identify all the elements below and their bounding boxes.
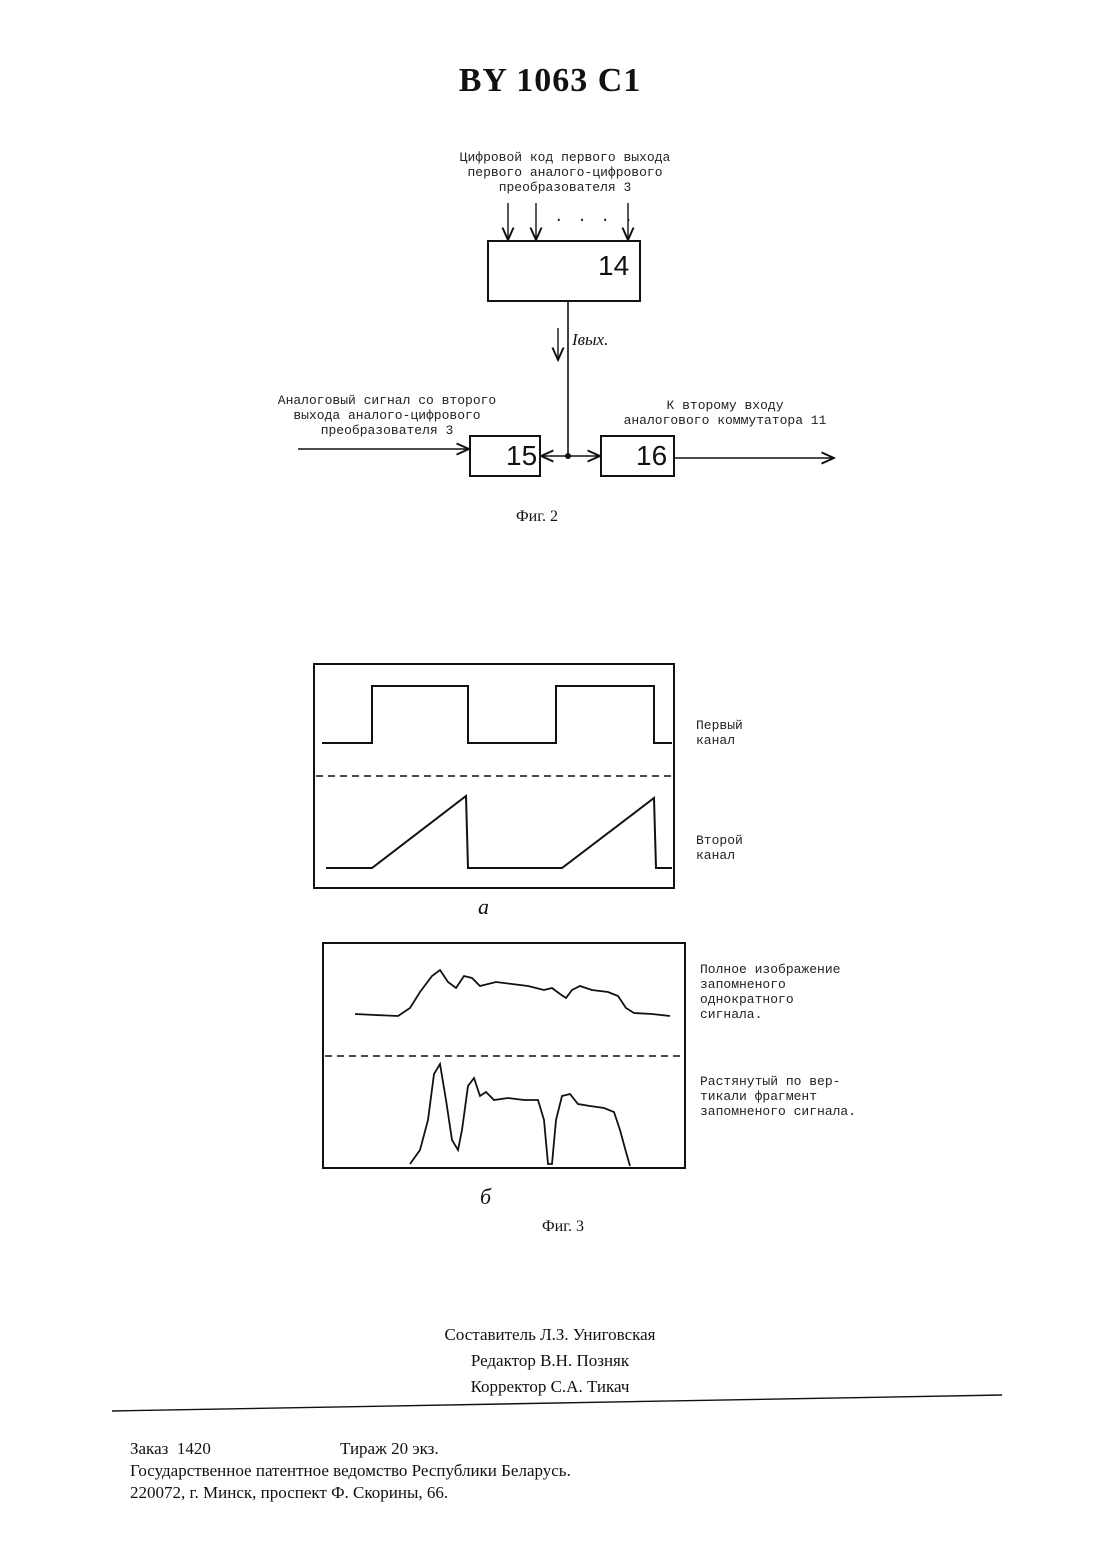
figure-2-caption: Фиг. 2 bbox=[516, 508, 558, 526]
order-line: Заказ 1420Тираж 20 экз. bbox=[130, 1438, 571, 1460]
order-number: Заказ 1420 bbox=[130, 1438, 340, 1460]
block-15-number: 15 bbox=[506, 440, 537, 472]
block-16-number: 16 bbox=[636, 440, 667, 472]
patent-office-line: Государственное патентное ведомство Респ… bbox=[130, 1460, 571, 1482]
output-current-label: Iвых. bbox=[572, 330, 608, 350]
full-signal-line: сигнала. bbox=[700, 1007, 840, 1022]
full-signal-line: запомненого bbox=[700, 977, 840, 992]
full-signal-label: Полное изображение запомненого однократн… bbox=[700, 962, 840, 1022]
left-label-line: выхода аналого-цифрового bbox=[262, 408, 512, 423]
left-label-line: преобразователя 3 bbox=[262, 423, 512, 438]
commutator-input-label: К второму входу аналогового коммутатора … bbox=[605, 398, 845, 428]
full-signal-line: Полное изображение bbox=[700, 962, 840, 977]
top-label-line: преобразователя 3 bbox=[400, 180, 730, 195]
footer-block: Заказ 1420Тираж 20 экз. Государственное … bbox=[130, 1438, 571, 1504]
credits-block: Составитель Л.З. Униговская Редактор В.Н… bbox=[380, 1322, 720, 1400]
compiler-line: Составитель Л.З. Униговская bbox=[380, 1322, 720, 1348]
input-dots: . . . . bbox=[554, 210, 635, 225]
full-signal-waveform bbox=[355, 970, 670, 1016]
panel-a-sublabel: а bbox=[478, 894, 489, 920]
right-label-line: К второму входу bbox=[605, 398, 845, 413]
right-label-line: аналогового коммутатора 11 bbox=[605, 413, 845, 428]
panel-b-sublabel: б bbox=[480, 1184, 491, 1210]
first-channel-label: Первый канал bbox=[696, 718, 743, 748]
second-channel-line: Второй bbox=[696, 833, 743, 848]
digital-code-label: Цифровой код первого выхода первого анал… bbox=[400, 150, 730, 195]
left-label-line: Аналоговый сигнал со второго bbox=[262, 393, 512, 408]
full-signal-line: однократного bbox=[700, 992, 840, 1007]
address-line: 220072, г. Минск, проспект Ф. Скорины, 6… bbox=[130, 1482, 571, 1504]
stretched-fragment-waveform bbox=[410, 1064, 630, 1166]
top-label-line: Цифровой код первого выхода bbox=[400, 150, 730, 165]
corrector-line: Корректор С.А. Тикач bbox=[380, 1374, 720, 1400]
second-channel-label: Второй канал bbox=[696, 833, 743, 863]
first-channel-waveform bbox=[322, 686, 672, 743]
stretched-fragment-line: тикали фрагмент bbox=[700, 1089, 856, 1104]
first-channel-line: канал bbox=[696, 733, 743, 748]
stretched-fragment-line: Растянутый по вер- bbox=[700, 1074, 856, 1089]
stretched-fragment-line: запомненого сигнала. bbox=[700, 1104, 856, 1119]
second-channel-line: канал bbox=[696, 848, 743, 863]
editor-line: Редактор В.Н. Позняк bbox=[380, 1348, 720, 1374]
block-14-number: 14 bbox=[598, 250, 629, 282]
top-label-line: первого аналого-цифрового bbox=[400, 165, 730, 180]
figure-3-caption: Фиг. 3 bbox=[542, 1218, 584, 1236]
stretched-fragment-label: Растянутый по вер- тикали фрагмент запом… bbox=[700, 1074, 856, 1119]
second-channel-waveform bbox=[326, 796, 672, 868]
analog-signal-label: Аналоговый сигнал со второго выхода анал… bbox=[262, 393, 512, 438]
circulation: Тираж 20 экз. bbox=[340, 1439, 439, 1458]
first-channel-line: Первый bbox=[696, 718, 743, 733]
